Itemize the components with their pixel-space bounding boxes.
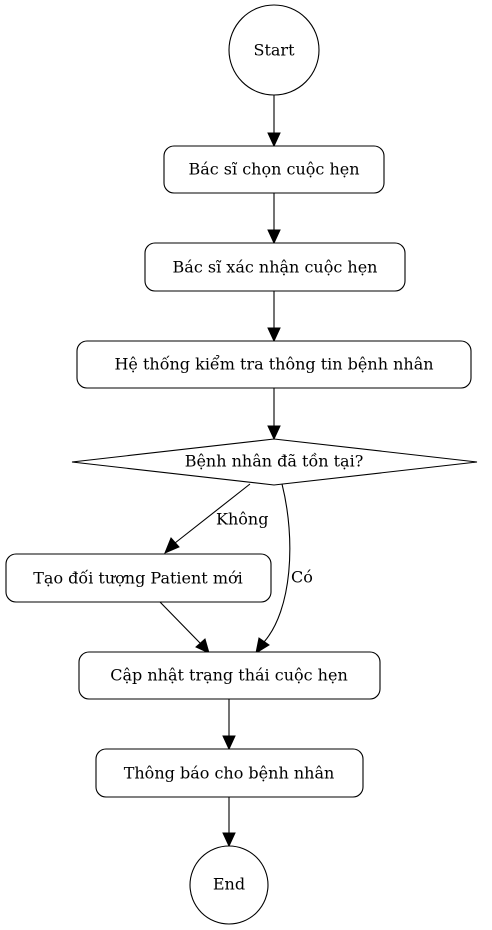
patient-exists-decision: Bệnh nhân đã tồn tại? <box>71 438 478 486</box>
patient-exists-label: Bệnh nhân đã tồn tại? <box>185 452 364 471</box>
update-status-label: Cập nhật trạng thái cuộc hẹn <box>110 666 348 685</box>
edge-start-to-select <box>267 95 281 148</box>
check-patient-info-label: Hệ thống kiểm tra thông tin bệnh nhân <box>114 355 433 374</box>
edge-decision-to-create <box>164 483 251 554</box>
confirm-appointment-label: Bác sĩ xác nhận cuộc hẹn <box>173 258 378 277</box>
end-node: End <box>189 845 269 925</box>
confirm-appointment-node: Bác sĩ xác nhận cuộc hẹn <box>144 242 406 292</box>
notify-patient-node: Thông báo cho bệnh nhân <box>95 748 364 798</box>
edge-notify-to-end <box>222 797 236 848</box>
edge-confirm-to-check <box>267 291 281 343</box>
check-patient-info-node: Hệ thống kiểm tra thông tin bệnh nhân <box>76 340 472 389</box>
create-patient-label: Tạo đối tượng Patient mới <box>33 569 243 588</box>
create-patient-node: Tạo đối tượng Patient mới <box>5 553 272 603</box>
edge-decision-to-update <box>255 483 291 655</box>
start-label: Start <box>253 41 295 60</box>
notify-patient-label: Thông báo cho bệnh nhân <box>124 764 335 783</box>
edge-select-to-confirm <box>267 193 281 245</box>
select-appointment-label: Bác sĩ chọn cuộc hẹn <box>188 160 359 179</box>
end-label: End <box>213 875 245 894</box>
edge-update-to-notify <box>222 699 236 751</box>
update-status-node: Cập nhật trạng thái cuộc hẹn <box>78 651 381 700</box>
no-edge-label: Không <box>216 510 268 529</box>
yes-edge-label: Có <box>291 568 313 587</box>
edge-check-to-decision <box>267 388 281 441</box>
edge-create-to-update <box>159 601 210 654</box>
select-appointment-node: Bác sĩ chọn cuộc hẹn <box>163 145 385 194</box>
start-node: Start <box>228 4 320 96</box>
